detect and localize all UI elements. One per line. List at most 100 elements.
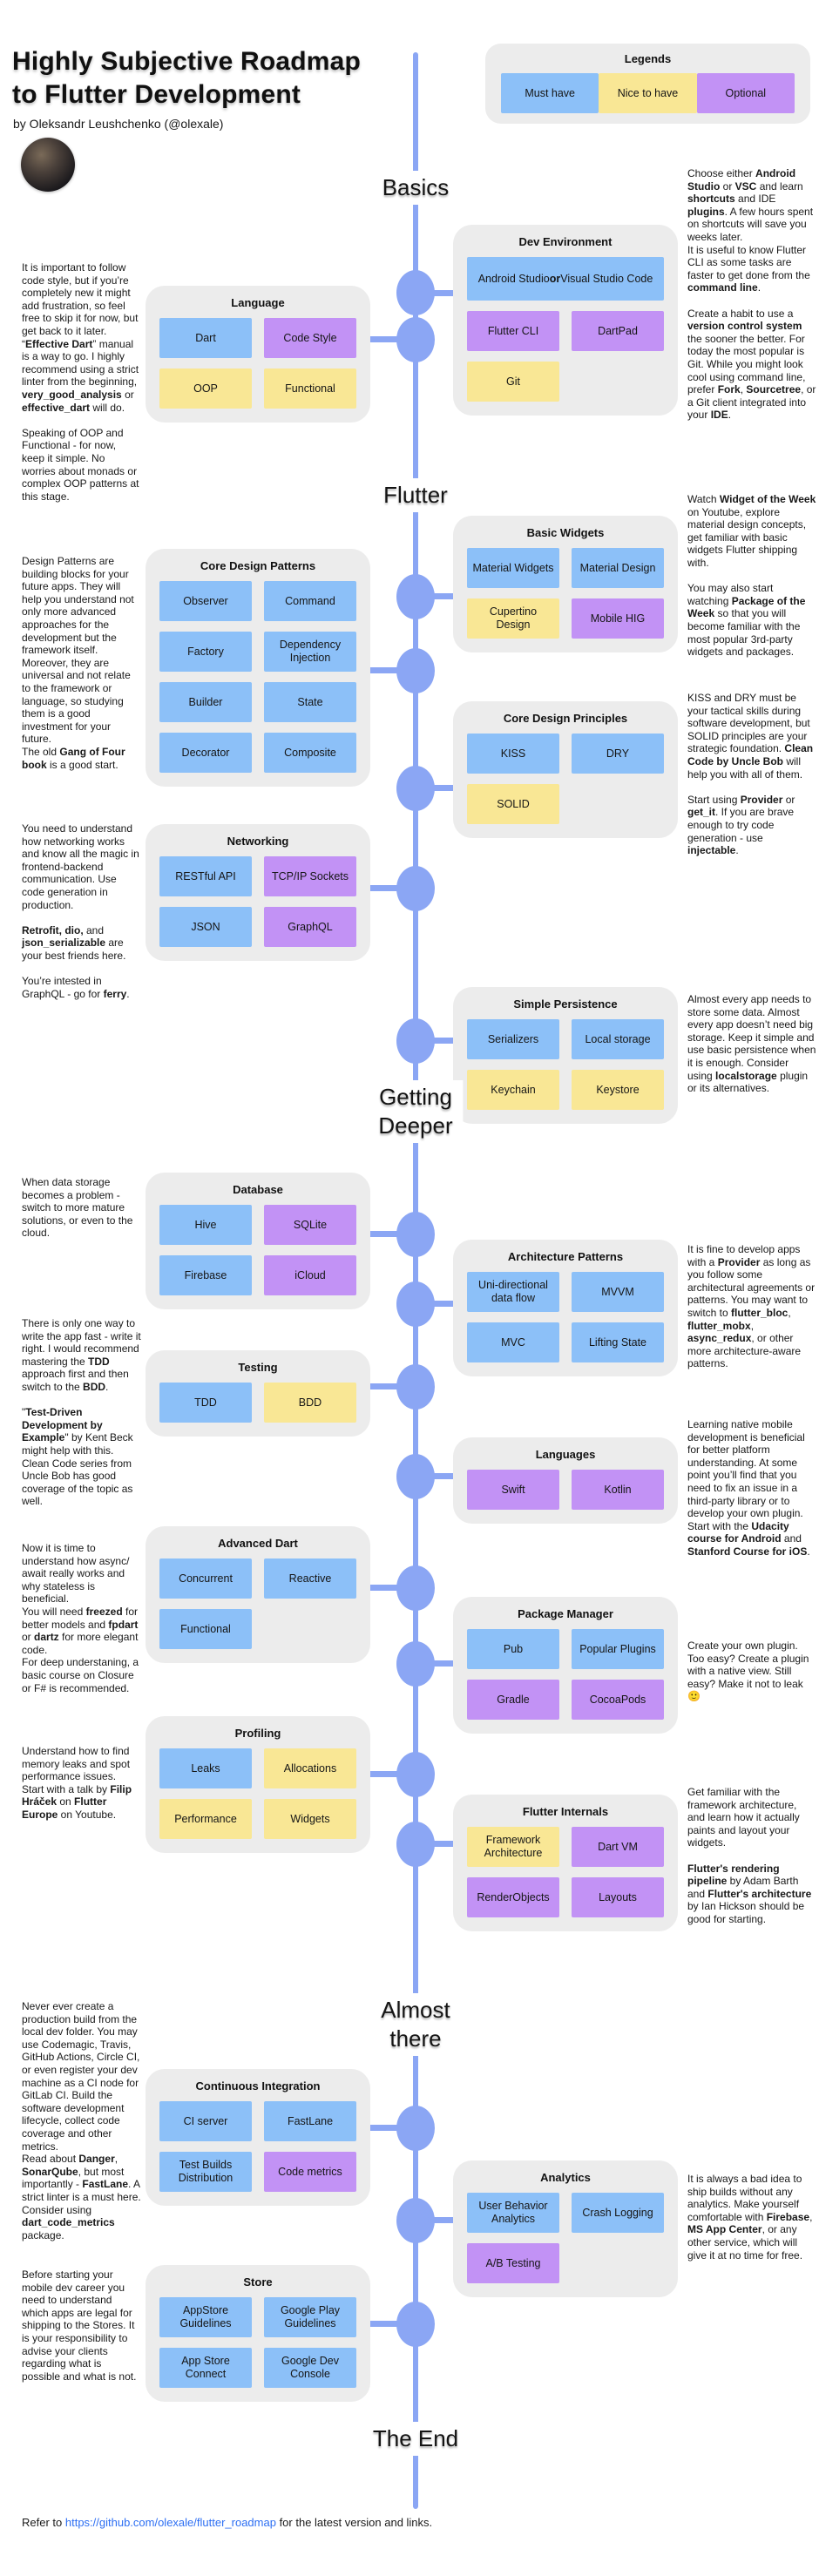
chip-pub: Pub — [467, 1629, 559, 1669]
chip-uni-directional-data-flow: Uni-directional data flow — [467, 1272, 559, 1312]
timeline-node — [396, 1212, 435, 1257]
chip-tdd: TDD — [159, 1383, 252, 1423]
chip-json: JSON — [159, 907, 252, 947]
footer: Refer to https://github.com/olexale/flut… — [22, 2516, 432, 2529]
box-title: Simple Persistence — [513, 997, 618, 1011]
chip-allocations: Allocations — [264, 1748, 356, 1788]
note-ci-left: Never ever create a production build fro… — [22, 2000, 141, 2241]
chip-oop: OOP — [159, 368, 252, 409]
timeline-line — [413, 52, 418, 2509]
author-byline: by Oleksandr Leushchenko (@olexale) — [13, 117, 224, 131]
timeline-node — [396, 1364, 435, 1410]
chip-lifting-state: Lifting State — [572, 1322, 664, 1362]
page-title: Highly Subjective Roadmap to Flutter Dev… — [12, 47, 362, 109]
note-basics-right: Choose either Android Studio or VSC and … — [687, 167, 816, 422]
chip-keychain: Keychain — [467, 1070, 559, 1110]
chip-firebase: Firebase — [159, 1255, 252, 1295]
connector — [416, 2217, 456, 2223]
note-database-left: When data storage becomes a problem - sw… — [22, 1176, 133, 1240]
chip-cocoapods: CocoaPods — [572, 1680, 664, 1720]
chip-code-metrics: Code metrics — [264, 2152, 356, 2192]
note-principles-right: KISS and DRY must be your tactical skill… — [687, 692, 814, 857]
connector — [368, 1231, 416, 1237]
chip-leaks: Leaks — [159, 1748, 252, 1788]
timeline-node — [396, 866, 435, 911]
section-header-flutter: Flutter — [373, 478, 458, 512]
chip-composite: Composite — [264, 733, 356, 773]
connector — [368, 885, 416, 891]
timeline-node — [396, 2198, 435, 2243]
chip-popular-plugins: Popular Plugins — [572, 1629, 664, 1669]
chip-swift: Swift — [467, 1470, 559, 1510]
connector — [416, 593, 456, 599]
box-title: Architecture Patterns — [507, 1250, 624, 1263]
timeline-node — [396, 1822, 435, 1867]
chip-a-b-testing: A/B Testing — [467, 2243, 559, 2283]
connector — [416, 1660, 456, 1667]
chip-builder: Builder — [159, 682, 252, 722]
timeline-node — [396, 1752, 435, 1797]
chip-flutter-cli: Flutter CLI — [467, 311, 559, 351]
chip-serializers: Serializers — [467, 1019, 559, 1059]
chip-app-store-connect: App Store Connect — [159, 2348, 252, 2388]
chip-observer: Observer — [159, 581, 252, 621]
box-title: Analytics — [540, 2171, 591, 2184]
timeline-node — [396, 1565, 435, 1611]
chip-kotlin: Kotlin — [572, 1470, 664, 1510]
timeline-node — [396, 2106, 435, 2151]
chip-hive: Hive — [159, 1205, 252, 1245]
chip-dart: Dart — [159, 318, 252, 358]
connector — [368, 1771, 416, 1777]
connector — [368, 667, 416, 673]
chip-factory: Factory — [159, 632, 252, 672]
chip-kiss: KISS — [467, 734, 559, 774]
github-link[interactable]: https://github.com/olexale/flutter_roadm… — [64, 2516, 276, 2529]
connector — [416, 1473, 456, 1479]
chip-performance: Performance — [159, 1799, 252, 1839]
chip-mvvm: MVVM — [572, 1272, 664, 1312]
chip-solid: SOLID — [467, 784, 559, 824]
chip-icloud: iCloud — [264, 1255, 356, 1295]
timeline-node — [396, 1641, 435, 1687]
chip-dry: DRY — [572, 734, 664, 774]
chip-functional: Functional — [264, 368, 356, 409]
box-dev-environment: Dev Environment Android Studio or Visual… — [453, 225, 678, 416]
chip-reactive: Reactive — [264, 1558, 356, 1599]
chip-dependency-injection: Dependency Injection — [264, 632, 356, 672]
chip-dartpad: DartPad — [572, 311, 664, 351]
connector — [416, 785, 456, 791]
note-analytics-right: It is always a bad idea to ship builds w… — [687, 2173, 813, 2262]
chip-command: Command — [264, 581, 356, 621]
chip-grid: KISS DRY SOLID — [467, 734, 664, 824]
connector — [416, 1841, 456, 1847]
connector — [416, 1301, 456, 1307]
note-persistence-right: Almost every app needs to store some dat… — [687, 993, 816, 1095]
timeline-node — [396, 574, 435, 619]
chip-appstore-guidelines: AppStore Guidelines — [159, 2297, 252, 2337]
note-advanced-dart-left: Now it is time to understand how async/ … — [22, 1542, 139, 1694]
connector — [368, 336, 416, 342]
chip-ci-server: CI server — [159, 2101, 252, 2141]
chip-framework-architecture: Framework Architecture — [467, 1827, 559, 1867]
box-title: Database — [233, 1183, 283, 1196]
chip-state: State — [264, 682, 356, 722]
chip-grid: Swift Kotlin — [467, 1470, 664, 1510]
box-title: Networking — [227, 835, 289, 848]
